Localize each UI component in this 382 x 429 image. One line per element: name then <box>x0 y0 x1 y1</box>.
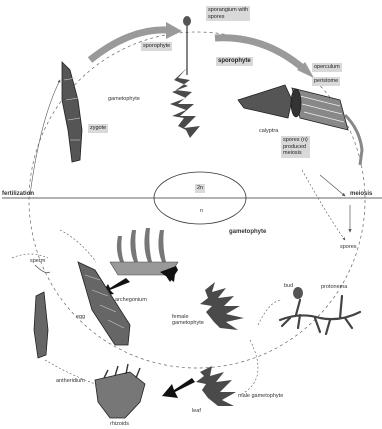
label-spores-right: spores <box>340 244 357 250</box>
sperm-cell <box>35 265 50 273</box>
label-operculum: operculum <box>312 63 342 72</box>
label-male-gametophyte: male gametophyte <box>238 393 283 399</box>
label-zygote: zygote <box>88 124 108 133</box>
label-archegonium: archegonium <box>115 297 147 303</box>
label-gametophyte-upper: gametophyte <box>108 96 140 102</box>
label-meiosis: meiosis <box>350 191 372 197</box>
label-calyptra: calyptra <box>259 128 278 134</box>
label-sperm: sperm <box>30 258 45 264</box>
black-arrow-3 <box>162 378 195 398</box>
label-bud: bud <box>284 283 293 289</box>
label-fertilization: fertilization <box>2 191 34 197</box>
male-gametophyte-plant <box>196 366 236 406</box>
antheridial-head <box>95 372 145 418</box>
label-spore-box: spores (n) produced meiosis <box>281 136 310 158</box>
label-sporangium-with-spores: sporangium with spores <box>206 6 250 21</box>
antheridium-column <box>34 292 48 358</box>
label-antheridium: antheridium <box>56 378 85 384</box>
label-center-2n: 2n <box>195 184 205 193</box>
gray-arrow-left-head <box>166 22 182 39</box>
label-egg: egg <box>76 314 85 320</box>
archegonia-cluster <box>110 228 178 275</box>
protonema <box>280 296 360 334</box>
label-sporophyte-top: sporophyte <box>141 42 172 51</box>
top-capsule <box>183 16 191 26</box>
female-gametophyte-plant <box>200 282 244 330</box>
calyptra-cone <box>238 85 292 118</box>
bud-shape <box>293 287 303 299</box>
label-female-gametophyte: female gametophyte <box>172 314 204 326</box>
label-sporophyte-box: sporophyte <box>216 57 253 66</box>
label-rhizoids: rhizoids <box>110 421 129 427</box>
young-sporophyte <box>62 62 82 162</box>
label-gametophyte-center: gametophyte <box>229 229 266 235</box>
label-leaf: leaf <box>192 408 201 414</box>
label-peristome: peristome <box>312 77 340 86</box>
label-protonema: protonema <box>321 284 347 290</box>
label-center-n: n <box>200 208 203 214</box>
leafy-gametophyte-top <box>170 68 200 138</box>
